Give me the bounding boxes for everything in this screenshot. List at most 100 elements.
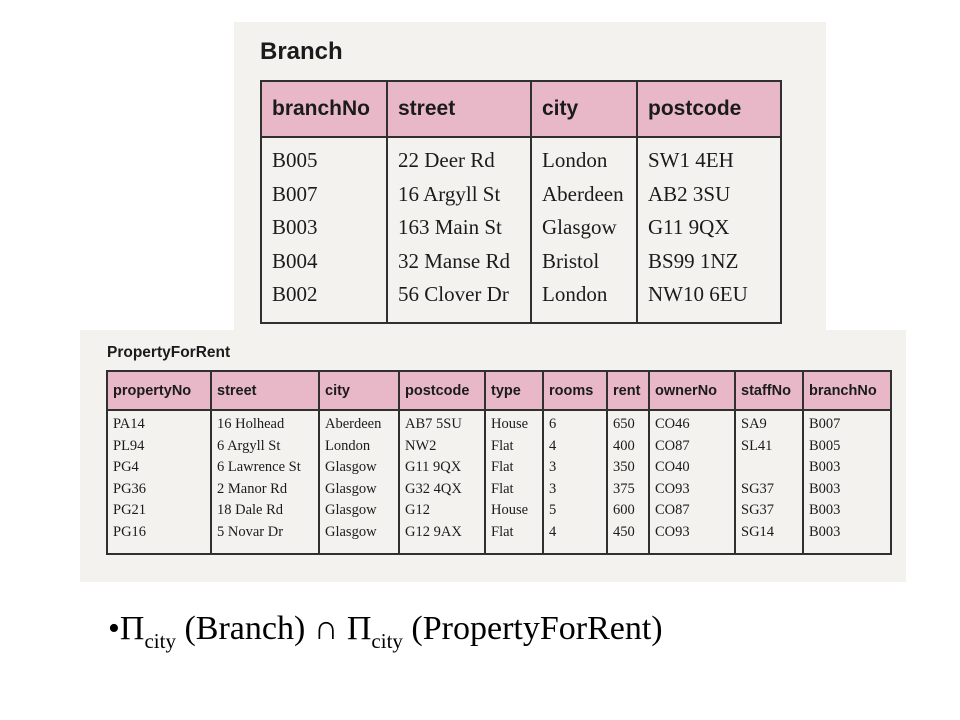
property-cell: CO87 xyxy=(655,502,690,518)
branch-cell: B004 xyxy=(272,248,318,273)
property-header-postcode: postcode xyxy=(398,370,486,411)
property-header-staffno: staffNo xyxy=(734,370,804,411)
property-cell: SG37 xyxy=(741,502,775,518)
property-cell: 16 Holhead xyxy=(217,416,285,432)
property-cell: NW2 xyxy=(405,437,437,454)
branch-cell: Glasgow xyxy=(542,215,617,239)
property-cell: 18 Dale Rd xyxy=(217,502,284,518)
branch-cell: Aberdeen xyxy=(542,181,624,206)
property-cell: CO40 xyxy=(655,459,690,475)
branch-cell: B005 xyxy=(272,148,318,172)
property-cell: Aberdeen xyxy=(325,416,382,432)
property-cell: 6 xyxy=(549,416,557,432)
property-cell: CO87 xyxy=(655,437,690,454)
property-cell: PG21 xyxy=(113,502,147,518)
property-cell: 5 Novar Dr xyxy=(217,523,284,540)
property-cell: 4 xyxy=(549,523,557,540)
property-cell: CO93 xyxy=(655,523,690,540)
branch-header-postcode: postcode xyxy=(636,80,782,138)
property-cell: PG4 xyxy=(113,459,139,475)
property-cell: 3 xyxy=(549,480,557,497)
property-cell xyxy=(741,457,797,479)
projection-attribute-1: city xyxy=(144,629,176,653)
branch-cell: B007 xyxy=(272,181,318,206)
property-cell: 650 xyxy=(613,416,635,432)
branch-header-branchno: branchNo xyxy=(260,80,388,138)
branch-cell: London xyxy=(542,282,608,306)
property-cell: Flat xyxy=(491,480,514,497)
branch-cell: 22 Deer Rd xyxy=(398,148,495,172)
branch-cell: BS99 1NZ xyxy=(648,248,739,273)
branch-cell: Bristol xyxy=(542,248,600,273)
property-cell: Flat xyxy=(491,459,514,475)
property-cell: 400 xyxy=(613,437,635,454)
property-cell: B003 xyxy=(809,502,841,518)
property-cell: B007 xyxy=(809,416,841,432)
property-header-type: type xyxy=(484,370,544,411)
property-header-ownerno: ownerNo xyxy=(648,370,736,411)
property-cell: Glasgow xyxy=(325,502,377,518)
property-header-propertyno: propertyNo xyxy=(106,370,212,411)
branch-cell: 163 Main St xyxy=(398,215,502,239)
property-cell: 2 Manor Rd xyxy=(217,480,288,497)
property-header-rent: rent xyxy=(606,370,650,411)
branch-cell: 16 Argyll St xyxy=(398,181,501,206)
projection-attribute-2: city xyxy=(371,629,403,653)
property-cell: B005 xyxy=(809,437,841,454)
property-cell: CO46 xyxy=(655,416,690,432)
property-cell: 5 xyxy=(549,502,557,518)
branch-cell: G11 9QX xyxy=(648,215,730,239)
bullet: • xyxy=(108,610,120,647)
property-cell: House xyxy=(491,416,529,432)
branch-cell: B002 xyxy=(272,282,318,306)
property-cell: Glasgow xyxy=(325,459,377,475)
property-cell: London xyxy=(325,437,371,454)
property-cell: Flat xyxy=(491,523,514,540)
intersection-operator: ∩ xyxy=(313,610,339,647)
property-cell: 4 xyxy=(549,437,557,454)
branch-cell: NW10 6EU xyxy=(648,282,748,306)
property-cell: G32 4QX xyxy=(405,480,462,497)
relation-2: (PropertyForRent) xyxy=(402,610,663,647)
property-cell: PL94 xyxy=(113,437,145,454)
property-cell: 6 Lawrence St xyxy=(217,459,301,475)
branch-cell: 56 Clover Dr xyxy=(398,282,509,306)
property-cell: 600 xyxy=(613,502,635,518)
property-cell: PA14 xyxy=(113,416,145,432)
branch-cell: London xyxy=(542,148,608,172)
property-cell: CO93 xyxy=(655,480,690,497)
property-cell: G12 9AX xyxy=(405,523,462,540)
property-cell: House xyxy=(491,502,529,518)
property-header-city: city xyxy=(318,370,400,411)
relation-1: (Branch) xyxy=(175,610,314,647)
branch-cell: SW1 4EH xyxy=(648,148,734,172)
property-cell: 6 Argyll St xyxy=(217,437,281,454)
property-cell: 3 xyxy=(549,459,557,475)
relational-algebra-expression: •Πcity (Branch) ∩ Πcity (PropertyForRent… xyxy=(108,610,663,653)
projection-symbol-2: Π xyxy=(338,610,372,647)
property-cell: Flat xyxy=(491,437,514,454)
property-column-rooms: 6 4 3 3 5 4 xyxy=(542,410,608,555)
property-cell: Glasgow xyxy=(325,480,377,497)
property-cell: 450 xyxy=(613,523,635,540)
property-cell: AB7 5SU xyxy=(405,416,462,432)
property-table-title: PropertyForRent xyxy=(107,344,231,361)
branch-header-city: city xyxy=(530,80,638,138)
branch-cell: AB2 3SU xyxy=(648,181,731,206)
property-header-rooms: rooms xyxy=(542,370,608,411)
